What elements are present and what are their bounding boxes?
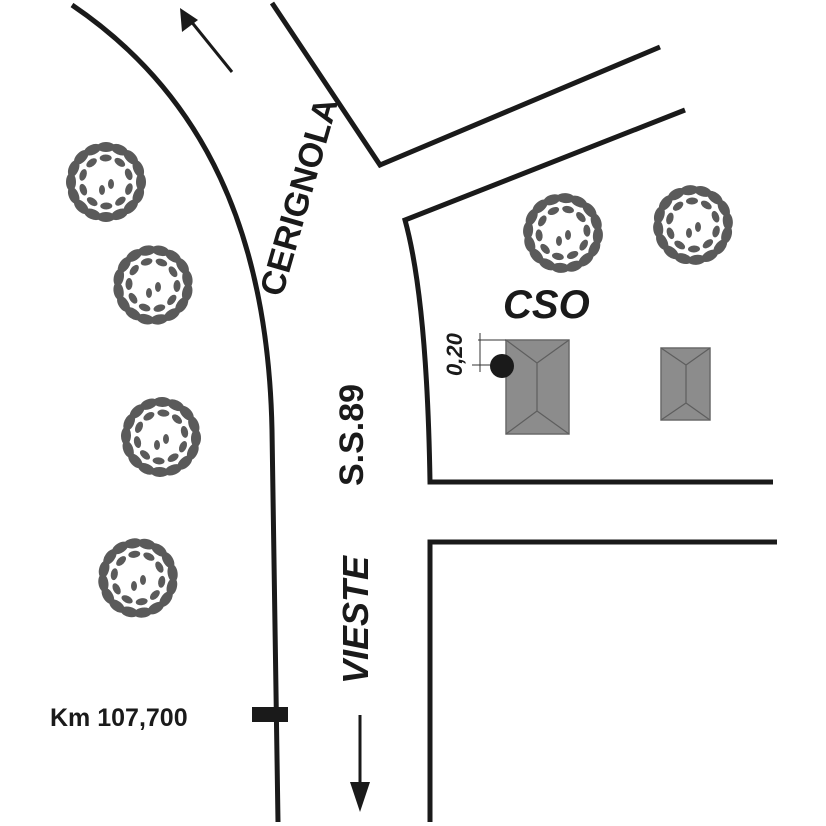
offset-dimension: 0,20 — [442, 332, 514, 378]
offset-label: 0,20 — [442, 332, 467, 376]
road-side-street-edge — [427, 539, 777, 822]
roads — [70, 1, 777, 823]
road-branch-plot-edge — [401, 107, 773, 485]
km-marker — [252, 707, 288, 722]
point-marker-icon — [490, 354, 514, 378]
building-secondary — [660, 347, 711, 421]
building-main — [505, 339, 570, 435]
tree-icon — [98, 538, 178, 618]
arrow-south-icon — [350, 715, 370, 812]
road-west-edge — [70, 2, 281, 823]
tree-icon — [113, 245, 193, 325]
site-label: CSO — [503, 283, 590, 327]
trees — [66, 142, 733, 618]
road-north-label: CERIGNOLA — [253, 94, 346, 301]
road-name-label: S.S.89 — [333, 384, 371, 486]
km-marker-label: Km 107,700 — [50, 704, 188, 732]
tree-icon — [66, 142, 146, 222]
road-branch-north-edge — [269, 1, 661, 169]
tree-icon — [653, 185, 733, 265]
arrow-north-icon — [180, 8, 234, 73]
tree-icon — [523, 193, 603, 273]
road-south-label: VIESTE — [335, 555, 376, 684]
tree-icon — [120, 396, 202, 478]
